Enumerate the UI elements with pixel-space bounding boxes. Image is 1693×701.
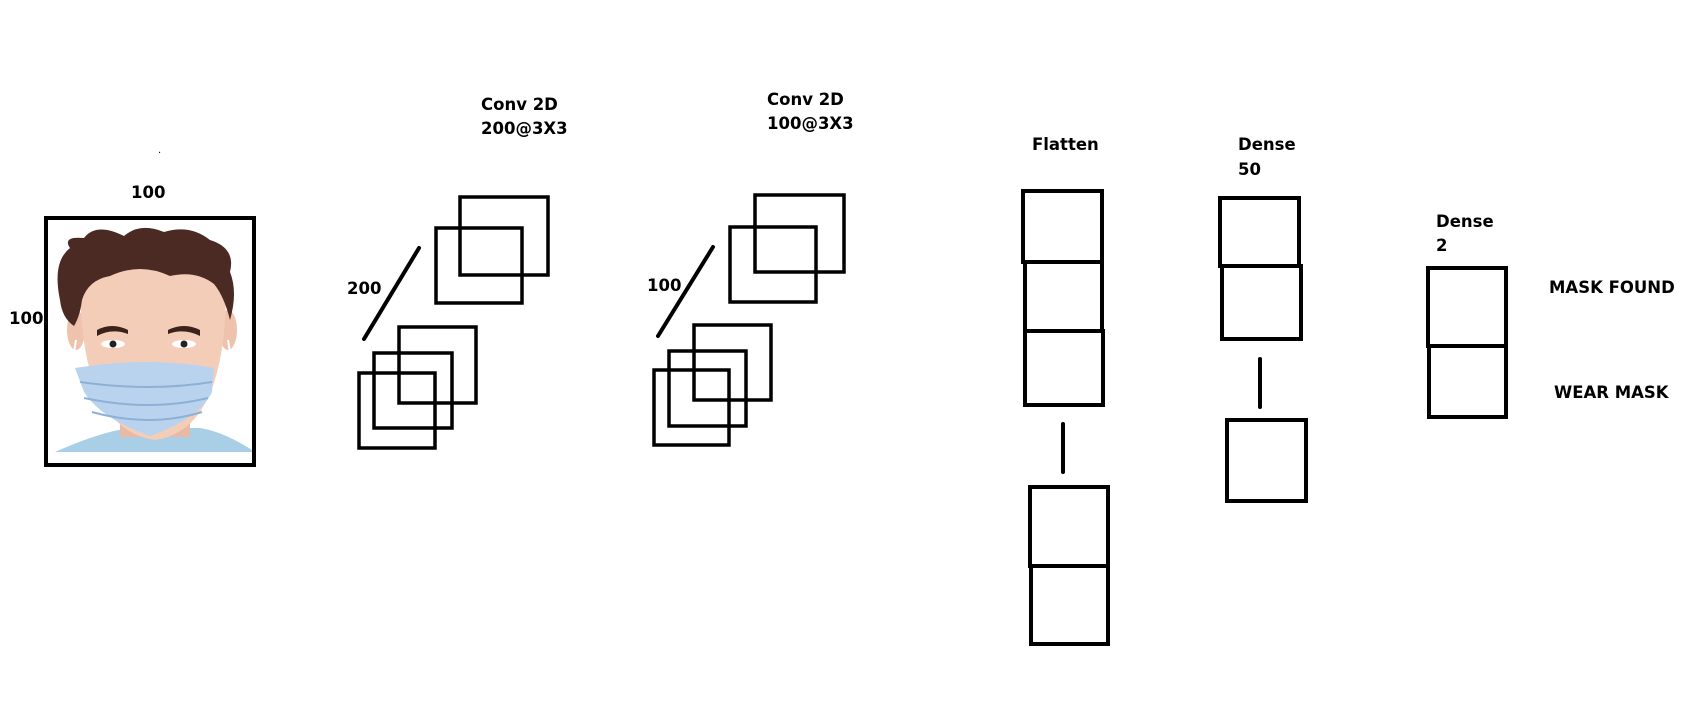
right-pupil bbox=[180, 340, 188, 348]
conv2-count-label: 100 bbox=[647, 276, 681, 295]
left-eyebrow bbox=[97, 326, 128, 336]
stray-dot-mark: . bbox=[158, 145, 161, 156]
dense-layer-2: Dense 2 MASK FOUND WEAR MASK bbox=[1426, 212, 1675, 419]
conv1-feature-map bbox=[397, 325, 478, 405]
conv-layer-2: Conv 2D 100@3X3 100 bbox=[647, 90, 854, 447]
flatten-neuron bbox=[1028, 485, 1110, 568]
conv2-feature-map bbox=[753, 193, 846, 274]
input-image-frame bbox=[44, 216, 256, 467]
flatten-neuron bbox=[1023, 329, 1105, 407]
conv2-ellipsis-line bbox=[656, 245, 715, 338]
conv2-feature-map bbox=[667, 349, 748, 428]
dense2-title: Dense bbox=[1436, 212, 1494, 231]
flatten-neuron bbox=[1029, 564, 1110, 646]
conv1-filters: 200@3X3 bbox=[481, 119, 568, 138]
conv1-count-label: 200 bbox=[347, 279, 381, 298]
conv1-feature-map bbox=[434, 226, 524, 305]
conv1-ellipsis-line bbox=[362, 246, 421, 341]
flatten-layer: Flatten bbox=[1021, 135, 1110, 646]
output-label-mask-found: MASK FOUND bbox=[1549, 278, 1675, 297]
input-width-label: 100 bbox=[131, 183, 165, 202]
conv-layer-1: Conv 2D 200@3X3 200 bbox=[347, 95, 568, 450]
conv2-filters: 100@3X3 bbox=[767, 114, 854, 133]
conv1-feature-map bbox=[458, 195, 550, 277]
masked-face-illustration bbox=[55, 227, 255, 452]
left-pupil bbox=[109, 340, 117, 348]
conv2-title: Conv 2D bbox=[767, 90, 844, 109]
conv2-feature-map bbox=[652, 368, 731, 447]
conv2-feature-map bbox=[692, 323, 773, 402]
mask-pleat-1 bbox=[79, 381, 213, 388]
output-neuron-wear-mask bbox=[1427, 344, 1508, 419]
output-neuron-mask-found bbox=[1426, 266, 1508, 348]
mask-pleat-2 bbox=[83, 397, 209, 406]
flatten-neuron bbox=[1023, 260, 1104, 333]
dense1-neuron bbox=[1225, 418, 1308, 503]
dense1-neuron bbox=[1218, 196, 1301, 268]
face-mask bbox=[75, 362, 214, 436]
conv1-feature-map bbox=[372, 351, 454, 430]
input-height-label: 100 bbox=[9, 309, 43, 328]
flatten-neuron bbox=[1021, 189, 1104, 264]
flatten-title: Flatten bbox=[1032, 135, 1099, 154]
dense-layer-50: Dense 50 bbox=[1218, 135, 1308, 503]
conv1-title: Conv 2D bbox=[481, 95, 558, 114]
dense2-units: 2 bbox=[1436, 236, 1447, 255]
conv2-feature-map bbox=[728, 225, 818, 304]
conv1-feature-map bbox=[357, 371, 437, 450]
hair-shape bbox=[57, 227, 235, 326]
output-label-wear-mask: WEAR MASK bbox=[1554, 383, 1670, 402]
right-eyebrow bbox=[168, 326, 200, 336]
dense1-units: 50 bbox=[1238, 160, 1261, 179]
right-ear-loop bbox=[219, 339, 231, 381]
dense1-title: Dense bbox=[1238, 135, 1296, 154]
input-image: 100 100 . bbox=[9, 145, 256, 467]
dense1-neuron bbox=[1220, 264, 1303, 341]
mask-pleat-3 bbox=[91, 411, 203, 421]
